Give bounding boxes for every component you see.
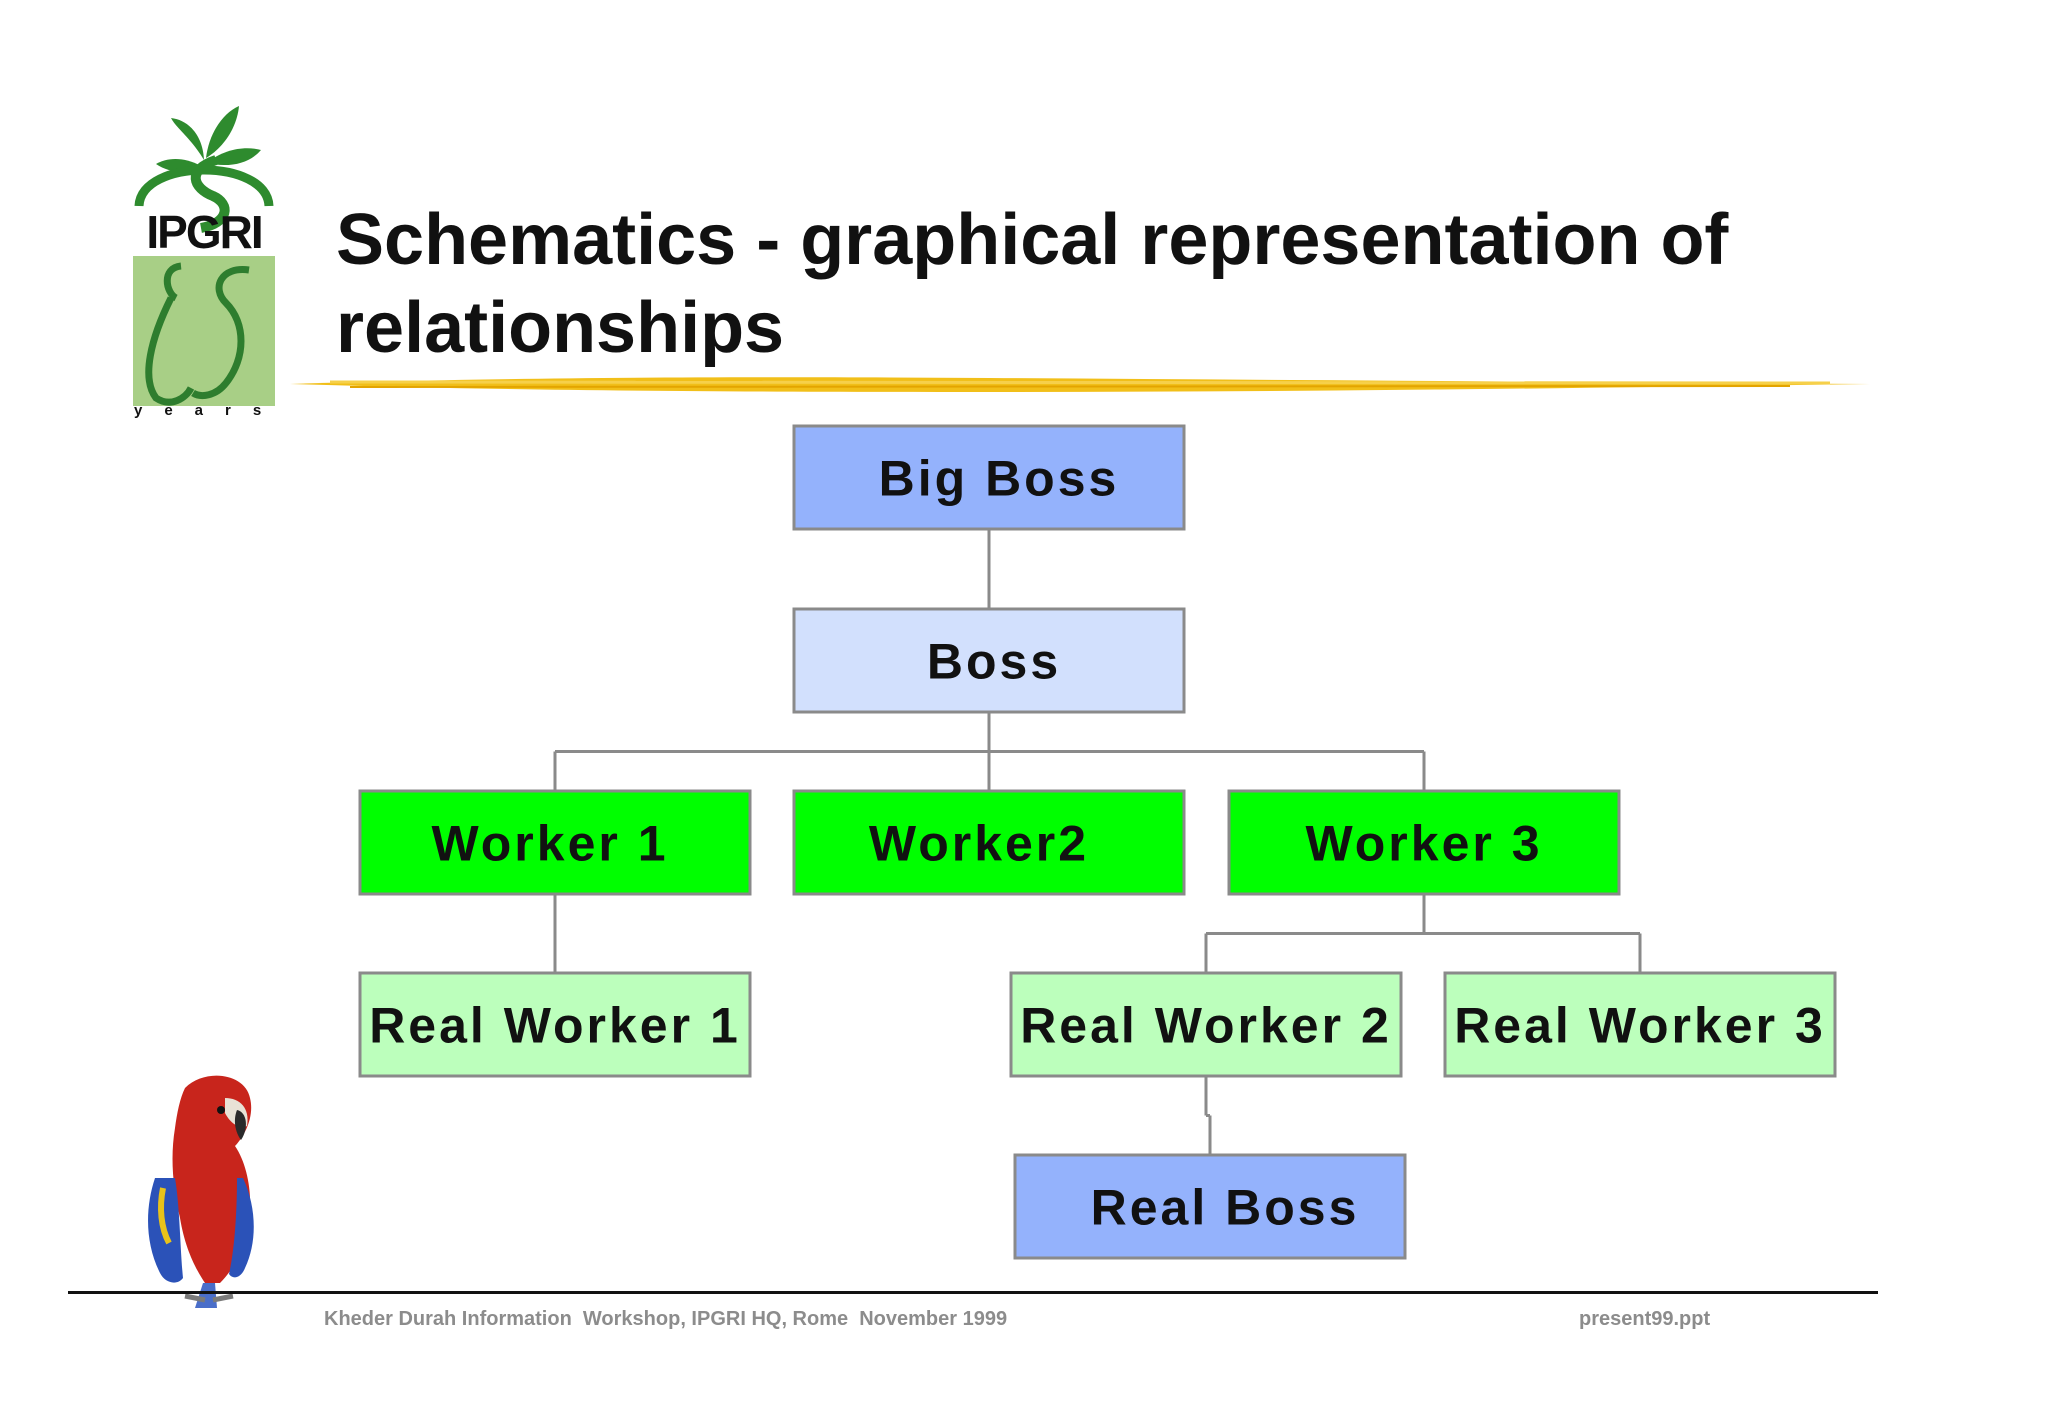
node-big-boss: Big Boss bbox=[792, 424, 1186, 531]
node-box-real-boss bbox=[1013, 1153, 1407, 1260]
node-real-worker-2: Real Worker 2 bbox=[1009, 971, 1403, 1078]
node-label-real-worker-3: Real Worker 3 bbox=[1454, 998, 1826, 1054]
page-title: Schematics - graphical representation of… bbox=[336, 200, 1729, 368]
footer-event-info: Kheder Durah Information Workshop, IPGRI… bbox=[324, 1308, 1008, 1330]
node-worker-1: Worker 1 bbox=[358, 789, 752, 896]
title-underline-brush bbox=[290, 377, 1870, 392]
node-label-big-boss: Big Boss bbox=[879, 451, 1120, 507]
node-box-worker-3 bbox=[1227, 789, 1621, 896]
node-real-boss: Real Boss bbox=[1013, 1153, 1407, 1260]
node-real-worker-3: Real Worker 3 bbox=[1443, 971, 1837, 1078]
node-worker-2: Worker2 bbox=[792, 789, 1186, 896]
connector-lines bbox=[553, 529, 1642, 1155]
node-real-worker-1: Real Worker 1 bbox=[358, 971, 752, 1078]
node-boss: Boss bbox=[792, 607, 1186, 714]
logo-years: years bbox=[134, 402, 284, 419]
node-box-worker-2 bbox=[792, 789, 1186, 896]
footer-filename: present99.ppt bbox=[1579, 1308, 1711, 1330]
node-box-real-worker-1 bbox=[358, 971, 752, 1078]
node-label-worker-2: Worker2 bbox=[869, 816, 1089, 872]
node-label-worker-3: Worker 3 bbox=[1305, 816, 1542, 872]
node-box-worker-1 bbox=[358, 789, 752, 896]
ipgri-logo bbox=[133, 106, 275, 406]
parrot-illustration bbox=[148, 1075, 254, 1308]
node-box-big-boss bbox=[792, 424, 1186, 531]
node-label-boss: Boss bbox=[927, 634, 1061, 690]
node-worker-3: Worker 3 bbox=[1227, 789, 1621, 896]
node-label-real-worker-2: Real Worker 2 bbox=[1020, 998, 1392, 1054]
node-label-real-boss: Real Boss bbox=[1091, 1180, 1360, 1236]
node-label-worker-1: Worker 1 bbox=[431, 816, 668, 872]
footer-divider bbox=[68, 1291, 1878, 1294]
logo-wordmark: IPGRI bbox=[146, 206, 263, 258]
node-box-real-worker-2 bbox=[1009, 971, 1403, 1078]
node-box-real-worker-3 bbox=[1443, 971, 1837, 1078]
node-label-real-worker-1: Real Worker 1 bbox=[369, 998, 741, 1054]
node-box-boss bbox=[792, 607, 1186, 714]
